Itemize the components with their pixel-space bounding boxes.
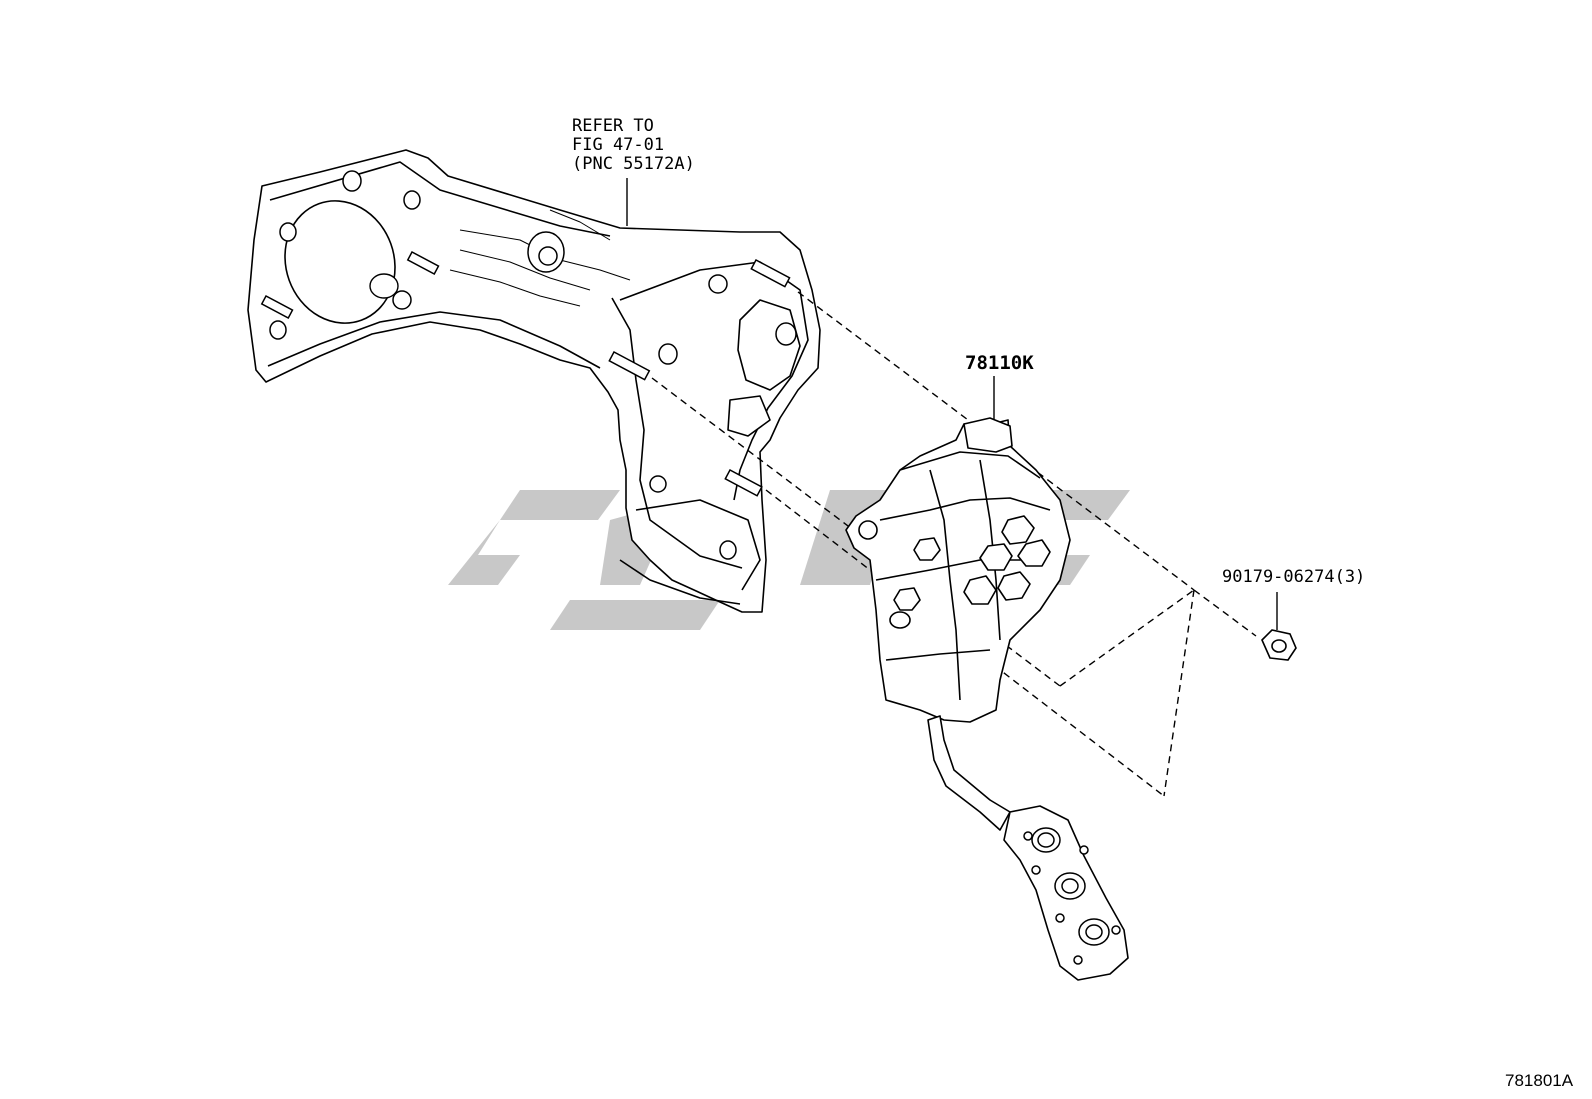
bracket-opening [284,200,396,324]
pedal-pad-holes [1023,827,1121,965]
pedal-part-number-label[interactable]: 78110K [965,352,1034,374]
nut-icon [1261,592,1297,661]
bracket-holes [269,170,797,560]
nut-part-number-label[interactable]: 90179-06274(3) [1222,567,1366,587]
illustration-code: 781801A [1505,1071,1574,1090]
bracket-studs [260,250,791,497]
